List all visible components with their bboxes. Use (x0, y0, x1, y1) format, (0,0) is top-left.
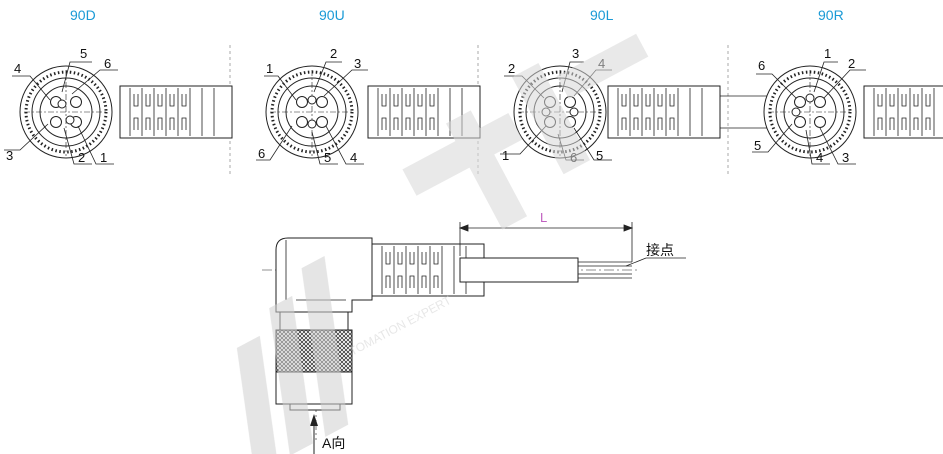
contact-label: 接点 (646, 242, 674, 258)
view-title: 90R (818, 7, 844, 23)
view-title: 90U (319, 7, 345, 23)
pin-label: 5 (596, 148, 603, 163)
watermark-text: TOMATION EXPERT (347, 293, 454, 359)
watermark: TOMATION EXPERT (236, 33, 649, 454)
pin-label: 2 (508, 61, 515, 76)
pin-label: 1 (266, 61, 273, 76)
pin-label: 3 (572, 46, 579, 61)
pin-label: 2 (848, 56, 855, 71)
pin-label: 5 (80, 46, 87, 61)
view-90u: 90U 2 3 1 6 5 4 (256, 7, 481, 165)
pin-label: 6 (104, 56, 111, 71)
pin-label: 3 (842, 150, 849, 165)
pin-label: 6 (258, 146, 265, 161)
view-90d: 90D 5 6 4 3 2 1 (4, 7, 233, 165)
pin-label: 4 (350, 150, 357, 165)
pin-label: 1 (502, 148, 509, 163)
pin-label: 4 (816, 150, 823, 165)
pin-label: 1 (100, 150, 107, 165)
direction-label: A向 (322, 435, 345, 451)
pin-label: 3 (354, 56, 361, 71)
wire-ends (578, 261, 632, 279)
pin-label: 1 (824, 46, 831, 61)
view-title: 90D (70, 7, 96, 23)
pin-label: 2 (330, 46, 337, 61)
cable (459, 257, 579, 283)
pin-label: 6 (758, 58, 765, 73)
pin-label: 4 (14, 61, 21, 76)
dimension-label: L (540, 210, 547, 225)
view-90r: 90R 1 2 6 5 4 3 (752, 7, 943, 165)
pin-label: 3 (6, 148, 13, 163)
view-title: 90L (590, 7, 614, 23)
dimension-l (458, 222, 634, 262)
pin-label: 5 (324, 150, 331, 165)
pin-label: 2 (78, 150, 85, 165)
view-direction-arrow (310, 414, 318, 454)
pin-label: 5 (754, 138, 761, 153)
